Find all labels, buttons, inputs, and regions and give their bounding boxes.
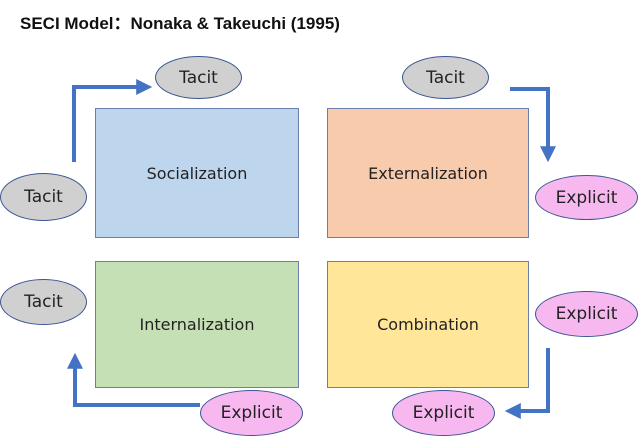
diagram-title: SECI Model：Nonaka & Takeuchi (1995) xyxy=(20,14,340,33)
internalization-box: Internalization xyxy=(95,261,299,388)
externalization-input-oval: Tacit xyxy=(402,56,489,99)
socialization-arrow xyxy=(72,79,153,162)
internalization-output-oval: Tacit xyxy=(0,279,87,325)
internalization-input-oval: Explicit xyxy=(200,390,303,436)
externalization-output-oval: Explicit xyxy=(535,175,638,220)
combination-input-oval: Explicit xyxy=(535,291,638,337)
combination-output-oval: Explicit xyxy=(392,390,495,436)
socialization-box: Socialization xyxy=(95,108,299,238)
socialization-input-oval: Tacit xyxy=(0,173,87,221)
combination-box: Combination xyxy=(327,261,529,388)
externalization-box: Externalization xyxy=(327,108,529,238)
socialization-output-oval: Tacit xyxy=(155,56,242,99)
internalization-arrow xyxy=(67,352,200,407)
combination-arrow xyxy=(504,348,550,419)
externalization-arrow xyxy=(510,87,556,163)
